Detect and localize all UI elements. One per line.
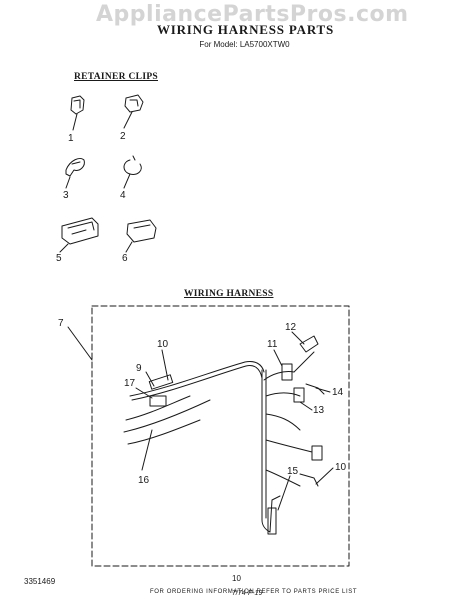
handwritten-code: 7/74-F-19 — [232, 590, 263, 597]
callout-6: 6 — [122, 253, 128, 264]
callout-16: 16 — [138, 475, 150, 486]
callout-1: 1 — [68, 133, 74, 144]
clip-1-drawing — [70, 95, 85, 131]
page-title: WIRING HARNESS PARTS — [156, 22, 335, 37]
clip-2-drawing — [123, 94, 144, 129]
callout-5: 5 — [56, 253, 62, 264]
document-number: 3351469 — [24, 577, 56, 586]
retainer-clips-heading: RETAINER CLIPS — [74, 72, 158, 82]
leader-7 — [67, 326, 93, 361]
clip-4-drawing — [123, 155, 142, 189]
watermark-text: AppliancePartsPros.com — [96, 2, 409, 27]
callout-17: 17 — [124, 378, 136, 389]
clip-6-drawing — [125, 219, 157, 253]
wiring-harness-drawing — [123, 331, 334, 535]
model-subtitle: For Model: LA5700XTW0 — [199, 40, 290, 49]
clip-5-drawing — [59, 217, 99, 253]
clip-3-drawing — [65, 157, 85, 189]
callout-4: 4 — [120, 190, 126, 201]
callout-3: 3 — [63, 190, 69, 201]
callout-10-lower: 10 — [335, 462, 347, 473]
callout-11: 11 — [267, 339, 278, 350]
harness-frame — [91, 305, 350, 567]
callout-12: 12 — [285, 322, 297, 333]
ordering-note: FOR ORDERING INFORMATION REFER TO PARTS … — [150, 589, 358, 595]
callout-2: 2 — [120, 131, 126, 142]
callout-15: 15 — [287, 466, 299, 477]
callout-9: 9 — [136, 363, 142, 374]
callout-14: 14 — [332, 387, 344, 398]
callout-10-upper: 10 — [157, 339, 169, 350]
wiring-harness-heading: WIRING HARNESS — [184, 289, 274, 299]
callout-13: 13 — [313, 405, 325, 416]
callout-7: 7 — [58, 318, 64, 329]
page-number: 10 — [232, 574, 241, 583]
